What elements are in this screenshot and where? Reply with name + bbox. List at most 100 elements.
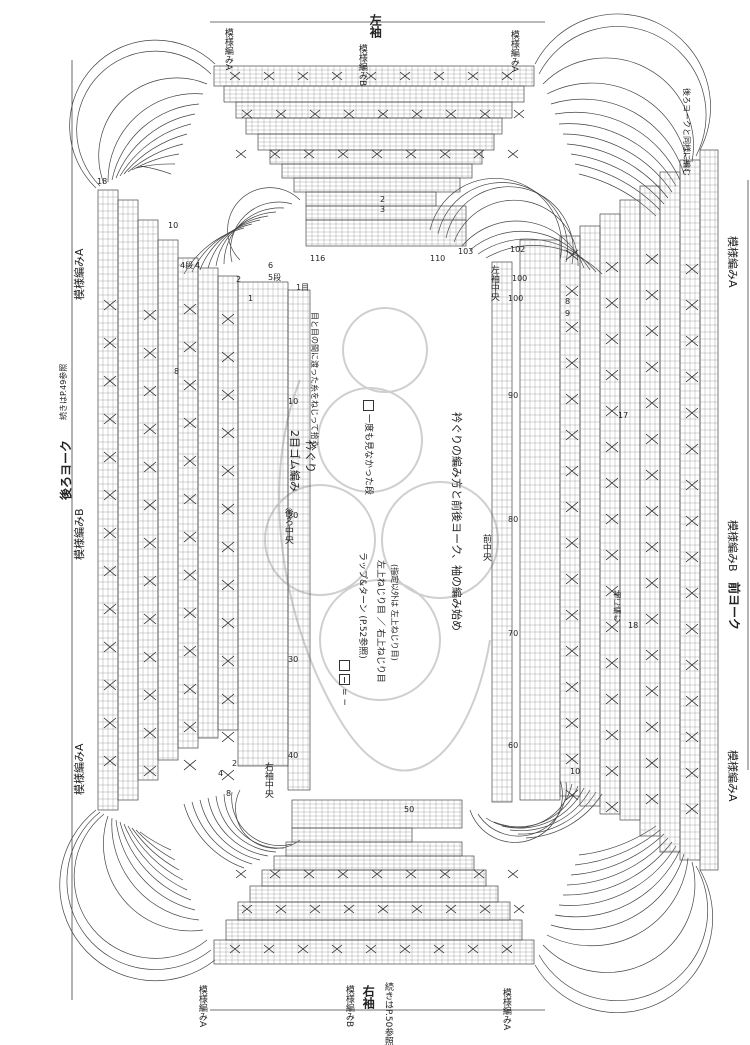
top-grid-step-10 [305, 219, 467, 247]
watermark-illustration [264, 307, 499, 772]
cable-cross [645, 433, 659, 445]
cable-cross [685, 551, 699, 563]
back-yoke-grid-6 [217, 275, 239, 731]
cable-cross [565, 501, 579, 513]
cable-cross [411, 904, 423, 914]
cable-cross [275, 904, 287, 914]
cable-cross [685, 263, 699, 275]
row-4-left: 4 [195, 261, 201, 270]
arc [103, 815, 204, 932]
front-yoke-grid-4 [619, 199, 641, 821]
arc [131, 827, 180, 871]
cable-cross [513, 904, 525, 914]
cable-cross [411, 109, 423, 119]
arc [538, 865, 709, 1002]
arc [131, 153, 180, 171]
collar-twisted-note: 目と目の間に渡った糸をねじって拾う [310, 312, 319, 448]
cable-cross [183, 645, 197, 657]
dec-note-label: 袖に編む [612, 590, 622, 622]
cable-cross [565, 789, 579, 801]
cable-cross [221, 465, 235, 477]
cable-cross [235, 149, 247, 159]
cable-cross [303, 869, 315, 879]
cable-cross [565, 645, 579, 657]
arc [554, 111, 681, 181]
chart-grids [97, 65, 719, 965]
blank-cell-icon [363, 400, 374, 411]
cable-cross [685, 335, 699, 347]
arc [578, 173, 657, 217]
front-yoke-note: 後ろヨークと同様に編む [682, 88, 691, 176]
cable-cross [467, 944, 479, 954]
arc [231, 791, 293, 846]
cable-cross [183, 455, 197, 467]
cable-cross [263, 944, 275, 954]
cable-cross [365, 71, 377, 81]
arc [453, 199, 579, 267]
bottom-grid-step-7 [291, 827, 413, 843]
back-yoke-grid-7 [237, 281, 289, 767]
row-1-left: 1 [248, 294, 254, 303]
cable-cross [685, 407, 699, 419]
cable-cross [405, 869, 417, 879]
cable-cross [565, 609, 579, 621]
cable-cross [331, 944, 343, 954]
cable-cross [685, 731, 699, 743]
legend-twist-note: (指定以外は 左上ねじり目) [390, 564, 399, 661]
arc [542, 57, 694, 163]
arc [574, 163, 661, 211]
cable-cross [685, 443, 699, 455]
arc [574, 829, 661, 866]
knit-symbol-icon [339, 660, 350, 671]
row-103: 103 [458, 247, 474, 256]
arc [546, 82, 689, 169]
cable-cross [221, 541, 235, 553]
arc [215, 211, 277, 267]
arc [235, 789, 301, 849]
cable-cross [513, 109, 525, 119]
cable-cross [221, 351, 235, 363]
cable-cross [183, 303, 197, 315]
cable-cross [605, 801, 619, 813]
cable-cross [331, 71, 343, 81]
cable-cross [303, 149, 315, 159]
cable-cross [605, 657, 619, 669]
bracket-lines [71, 21, 749, 1011]
bottom-grid-step-3 [249, 885, 499, 903]
row-10-right: 10 [570, 767, 581, 776]
left-sleeve-center-label: 左袖中央 [488, 265, 499, 301]
cable-cross [103, 375, 117, 387]
row-5dan: 5段 [268, 273, 282, 282]
back-yoke-grid-3 [157, 239, 179, 761]
cable-cross [377, 904, 389, 914]
arc [542, 861, 696, 973]
cable-cross [467, 71, 479, 81]
cable-cross [275, 109, 287, 119]
back-yoke-grid-5 [197, 267, 219, 739]
cable-cross [605, 369, 619, 381]
cable-cross [685, 803, 699, 815]
arc [578, 825, 657, 856]
arc [139, 831, 172, 851]
cable-cross [235, 869, 247, 879]
top-grid-step-8 [305, 191, 437, 207]
cable-cross [645, 613, 659, 625]
pattern-a-right-upper: 模様編みA [726, 236, 739, 288]
pattern-a-top-right: 模様編みA [508, 30, 519, 73]
row-4-bottom: 4 [218, 769, 224, 778]
cable-cross [221, 313, 235, 325]
cable-cross [229, 944, 241, 954]
cable-cross [221, 579, 235, 591]
legend-one-row-text: 一度も見なかった段 [363, 414, 373, 496]
cable-cross [645, 757, 659, 769]
cable-cross [297, 71, 309, 81]
cable-cross [143, 347, 157, 359]
cable-marks [103, 71, 699, 954]
cable-cross [221, 617, 235, 629]
cable-cross [183, 379, 197, 391]
cable-cross [605, 621, 619, 633]
row-1me: 1目 [296, 283, 310, 292]
cable-cross [479, 109, 491, 119]
cable-cross [183, 607, 197, 619]
